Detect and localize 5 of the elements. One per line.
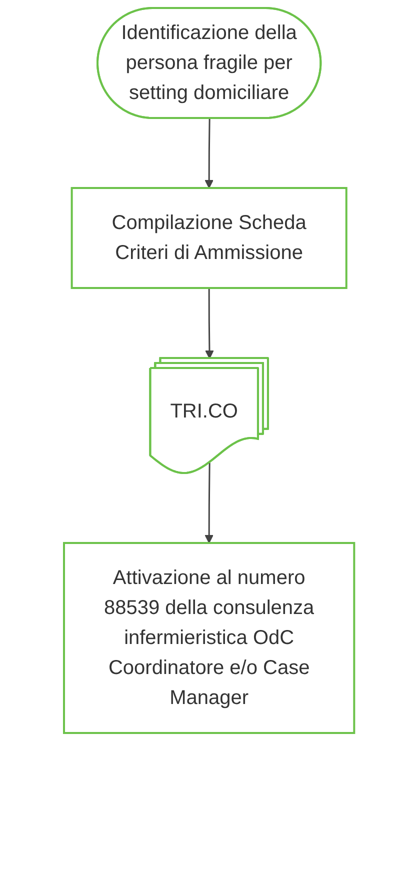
arrow <box>204 288 214 359</box>
node-box: Compilazione Scheda Criteri di Ammissione <box>70 187 348 289</box>
arrow <box>204 118 214 188</box>
node-box: Attivazione al numero 88539 della consulenza infermieristica OdC Coordinatore e/o Case Manager <box>62 542 356 734</box>
arrow <box>204 462 214 544</box>
